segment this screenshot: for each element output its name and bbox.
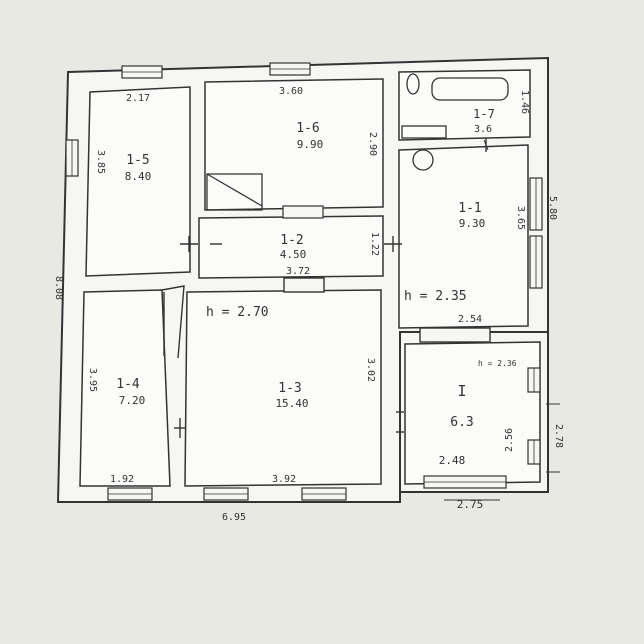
dim-254: 2.54 bbox=[458, 314, 482, 325]
door-1-3-top bbox=[283, 277, 325, 293]
dim-192: 1.92 bbox=[110, 474, 134, 485]
room-1-6-area: 9.90 bbox=[297, 138, 324, 151]
room-1-5-label: 1-5 bbox=[126, 153, 149, 168]
room-1-5-area: 8.40 bbox=[125, 170, 152, 183]
room-1-4-label: 1-4 bbox=[116, 377, 140, 392]
height-main: h = 2.70 bbox=[206, 305, 269, 320]
room-1-7-label: 1-7 bbox=[473, 107, 495, 121]
door-1-4-leaf bbox=[161, 285, 185, 359]
dims-horizontal: 2.17 3.60 3.72 2.54 1.92 3.92 2.48 2.75 … bbox=[110, 86, 483, 523]
room-1-7-area: 3.6 bbox=[474, 124, 492, 135]
room-labels: 1-5 8.40 1-6 9.90 1-2 4.50 1-1 9.30 1-7 … bbox=[116, 107, 495, 430]
room-1-2-area: 4.50 bbox=[280, 248, 307, 261]
room-1-4-outline bbox=[79, 289, 171, 487]
room-1-6-outline bbox=[204, 78, 384, 211]
room-I-outline bbox=[404, 341, 541, 485]
fixtures bbox=[206, 73, 509, 211]
dim-248: 2.48 bbox=[439, 454, 466, 467]
window-top-1-6-sub bbox=[282, 205, 324, 219]
dim-385: 3.85 bbox=[95, 150, 106, 174]
dim-ticks bbox=[444, 139, 560, 501]
dim-372: 3.72 bbox=[286, 266, 310, 277]
toilet-icon bbox=[406, 73, 420, 95]
stove-icon bbox=[412, 149, 434, 171]
dim-302: 3.02 bbox=[365, 358, 376, 382]
dim-580: 5.80 bbox=[547, 196, 558, 220]
dim-360: 3.60 bbox=[279, 86, 303, 97]
rooms bbox=[79, 69, 541, 487]
dim-565: 3.65 bbox=[515, 206, 526, 230]
dim-146: 1.46 bbox=[519, 90, 530, 114]
dim-695: 6.95 bbox=[222, 512, 246, 523]
height-right: h = 2.35 bbox=[404, 289, 467, 304]
bathtub-icon bbox=[431, 77, 509, 101]
room-I-label: I bbox=[457, 382, 466, 400]
height-notes: h = 2.70 h = 2.35 h = 2.36 bbox=[206, 289, 517, 368]
room-I-area: 6.3 bbox=[450, 415, 473, 430]
dim-122: 1.22 bbox=[369, 232, 380, 256]
dim-217: 2.17 bbox=[126, 93, 150, 104]
dim-275: 2.75 bbox=[457, 498, 484, 511]
height-vest: h = 2.36 bbox=[478, 359, 517, 368]
dim-808: 8.08 bbox=[53, 276, 64, 300]
dims-vertical: 3.85 8.08 2.90 1.46 3.65 5.80 1.22 3.95 … bbox=[53, 90, 564, 452]
room-1-3-label: 1-3 bbox=[278, 381, 301, 396]
dim-392: 3.92 bbox=[272, 474, 296, 485]
door-vestibule bbox=[419, 327, 491, 343]
doors bbox=[161, 138, 491, 438]
room-1-3-area: 15.40 bbox=[275, 397, 308, 410]
room-1-1-outline bbox=[398, 144, 529, 329]
stairs-icon bbox=[206, 173, 263, 211]
dim-395: 3.95 bbox=[87, 368, 98, 392]
dim-278: 2.78 bbox=[553, 424, 564, 448]
room-1-5-outline bbox=[85, 86, 191, 277]
dim-290: 2.90 bbox=[367, 132, 378, 156]
room-1-1-label: 1-1 bbox=[458, 201, 481, 216]
sink-icon bbox=[401, 125, 447, 139]
room-1-2-label: 1-2 bbox=[280, 233, 303, 248]
room-1-1-area: 9.30 bbox=[459, 217, 486, 230]
room-1-6-label: 1-6 bbox=[296, 121, 319, 136]
room-1-4-area: 7.20 bbox=[119, 394, 146, 407]
glazing bbox=[71, 68, 537, 495]
dim-256: 2.56 bbox=[504, 428, 515, 452]
